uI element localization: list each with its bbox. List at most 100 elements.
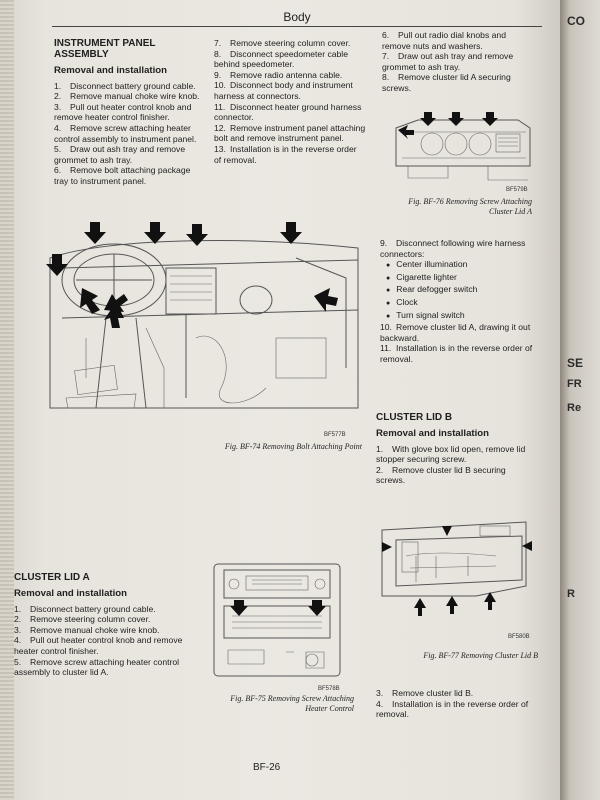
step-text: Pull out heater control knob and remove …	[54, 101, 192, 123]
step-text: With glove box lid open, remove lid stop…	[376, 443, 526, 465]
step-text: Remove cluster lid B.	[392, 688, 474, 698]
step-text: Disconnect battery ground cable.	[30, 603, 156, 614]
step-text: Remove cluster lid B securing screws.	[376, 464, 506, 486]
step-item: 1.Disconnect battery ground cable.	[14, 604, 184, 615]
step-text: Remove cluster lid A securing screws.	[382, 72, 511, 93]
cluster-lid-a-section: CLUSTER LID A Removal and installation 1…	[14, 572, 184, 678]
header-rule	[52, 26, 542, 27]
figure-bf77-illustration	[381, 521, 532, 616]
step-text: Remove screw attaching heater control as…	[54, 122, 197, 144]
step-number: 2.	[14, 614, 22, 625]
step-text: Remove bolt attaching package tray to in…	[54, 165, 191, 186]
step-list: 3.Remove cluster lid B.4.Installation is…	[376, 688, 536, 720]
step-list: 1.Disconnect battery ground cable.2. Remo…	[14, 604, 184, 678]
step-item: 3.Pull out heater control knob and remov…	[54, 102, 202, 123]
step-text: Disconnect speedometer cable behind spee…	[214, 48, 348, 70]
bullet-item: Center illumination	[386, 259, 534, 272]
step-number: 3.	[14, 624, 22, 635]
step-text: Remove instrument panel attaching bolt a…	[214, 122, 366, 144]
step-text: Remove steering column cover.	[30, 614, 151, 625]
cluster-lid-a-steps-cont: 6.Pull out radio dial knobs and remove n…	[382, 30, 534, 94]
step-item: 8.Remove cluster lid A securing screws.	[382, 72, 534, 93]
step-number: 4.	[54, 122, 62, 133]
page-header: Body	[283, 10, 311, 24]
step-text: Disconnect body and instrument harness a…	[214, 80, 353, 101]
step-item: 9. Remove radio antenna cable.	[214, 70, 366, 81]
step-number: 3.	[376, 688, 384, 698]
step-item: 2.Remove manual choke wire knob.	[54, 91, 202, 102]
step-number: 10.	[214, 80, 226, 91]
step-item: 6.Pull out radio dial knobs and remove n…	[382, 30, 534, 51]
step-item: 8.Disconnect speedometer cable behind sp…	[214, 49, 366, 70]
step-list: 1.Disconnect battery ground cable.2.Remo…	[54, 81, 202, 187]
step-text: Pull out heater control knob and remove …	[14, 635, 183, 656]
figure-caption: Fig. BF-77 Removing Cluster Lid B	[423, 651, 538, 660]
step-number: 8.	[214, 48, 222, 59]
step-number: 6.	[54, 165, 62, 176]
step-item: 5.Remove screw attaching heater control …	[14, 657, 184, 678]
step-item: 9.Disconnect following wire harness conn…	[380, 238, 534, 259]
step-number: 5.	[54, 144, 62, 155]
figure-code: BF578B	[318, 686, 340, 692]
step-item: 13.Installation is in the reverse order …	[214, 144, 366, 165]
step-item: 1.Disconnect battery ground cable.	[54, 81, 202, 92]
caption-line: Fig. BF-76 Removing Screw Attaching	[408, 197, 532, 206]
step-number: 11.	[380, 343, 392, 354]
figure-code: BF580B	[508, 634, 530, 640]
step-number: 10.	[380, 322, 392, 333]
bullet-item: Rear defogger switch	[386, 284, 534, 297]
page-edge	[0, 0, 14, 800]
figure-caption: Fig. BF-74 Removing Bolt Attaching Point	[224, 442, 362, 451]
step-text: Installation is in the reverse order of …	[214, 143, 357, 165]
step-item: 7.Draw out ash tray and remove grommet t…	[382, 51, 534, 72]
next-page-edge	[560, 0, 600, 800]
step-list: 1.With glove box lid open, remove lid st…	[376, 444, 536, 486]
figure-bf75-illustration	[213, 563, 341, 677]
section-title: INSTRUMENT PANEL ASSEMBLY	[54, 38, 156, 60]
bullet-item: Clock	[386, 297, 534, 310]
step-item: 11.Disconnect heater ground harness conn…	[214, 102, 366, 123]
manual-page: Body INSTRUMENT PANEL ASSEMBLY Removal a…	[0, 0, 560, 800]
step-item: 7.Remove steering column cover.	[214, 38, 366, 49]
figure-code: BF577B	[324, 432, 346, 438]
figure-bf74-illustration	[46, 222, 359, 409]
step-number: 6.	[382, 30, 390, 40]
step-text: Disconnect following wire harness connec…	[380, 238, 526, 259]
step-number: 8.	[382, 72, 390, 83]
step-text: Draw out ash tray and remove grommet to …	[382, 51, 514, 72]
bullet-list: Center illuminationCigarette lighterRear…	[380, 259, 534, 322]
step-number: 3.	[54, 101, 62, 112]
step-item: 3. Remove manual choke wire knob.	[14, 625, 184, 636]
step-text: Remove steering column cover.	[230, 38, 351, 48]
step-item: 10.Disconnect body and instrument harnes…	[214, 80, 366, 101]
step-number: 4.	[376, 698, 384, 709]
step-number: 9.	[214, 69, 222, 80]
step-item: 3. Remove cluster lid B.	[376, 688, 536, 699]
next-page-fragment: SE	[567, 356, 584, 370]
step-text: Remove manual choke wire knob.	[30, 624, 160, 635]
step-item: 2.Remove cluster lid B securing screws.	[376, 465, 536, 486]
step-item: 6.Remove bolt attaching package tray to …	[54, 165, 202, 186]
step-item: 11.Installation is in the reverse order …	[380, 343, 534, 364]
next-page-fragment: R	[567, 588, 575, 600]
step-text: Installation is in the reverse order of …	[380, 343, 533, 364]
cluster-lid-b-steps-cont: 3.Remove cluster lid B.4.Installation is…	[376, 688, 536, 720]
section-subtitle: Removal and installation	[376, 428, 490, 439]
step-item: 12.Remove instrument panel attaching bol…	[214, 123, 366, 144]
step-item: 10.Remove cluster lid A, drawing it out …	[380, 322, 534, 343]
bullet-item: Cigarette lighter	[386, 272, 534, 285]
step-text: Remove screw attaching heater control as…	[14, 656, 180, 678]
instrument-panel-section: INSTRUMENT PANEL ASSEMBLY Removal and in…	[54, 38, 202, 187]
step-item: 4.Pull out heater control knob and remov…	[14, 635, 184, 656]
step-number: 1.	[376, 443, 384, 454]
step-item: 2. Remove steering column cover.	[14, 614, 184, 625]
step-text: Remove radio antenna cable.	[230, 69, 343, 80]
step-number: 13.	[214, 143, 226, 154]
step-list: 6.Pull out radio dial knobs and remove n…	[382, 30, 534, 94]
step-text: Remove cluster lid A, drawing it out bac…	[380, 322, 531, 343]
next-page-fragment: FR	[567, 378, 582, 390]
cluster-lid-a-harness-steps: 9.Disconnect following wire harness conn…	[380, 238, 534, 365]
step-number: 2.	[376, 464, 384, 475]
figure-caption: Fig. BF-76 Removing Screw Attaching Clus…	[380, 197, 532, 217]
step-number: 11.	[214, 101, 226, 112]
